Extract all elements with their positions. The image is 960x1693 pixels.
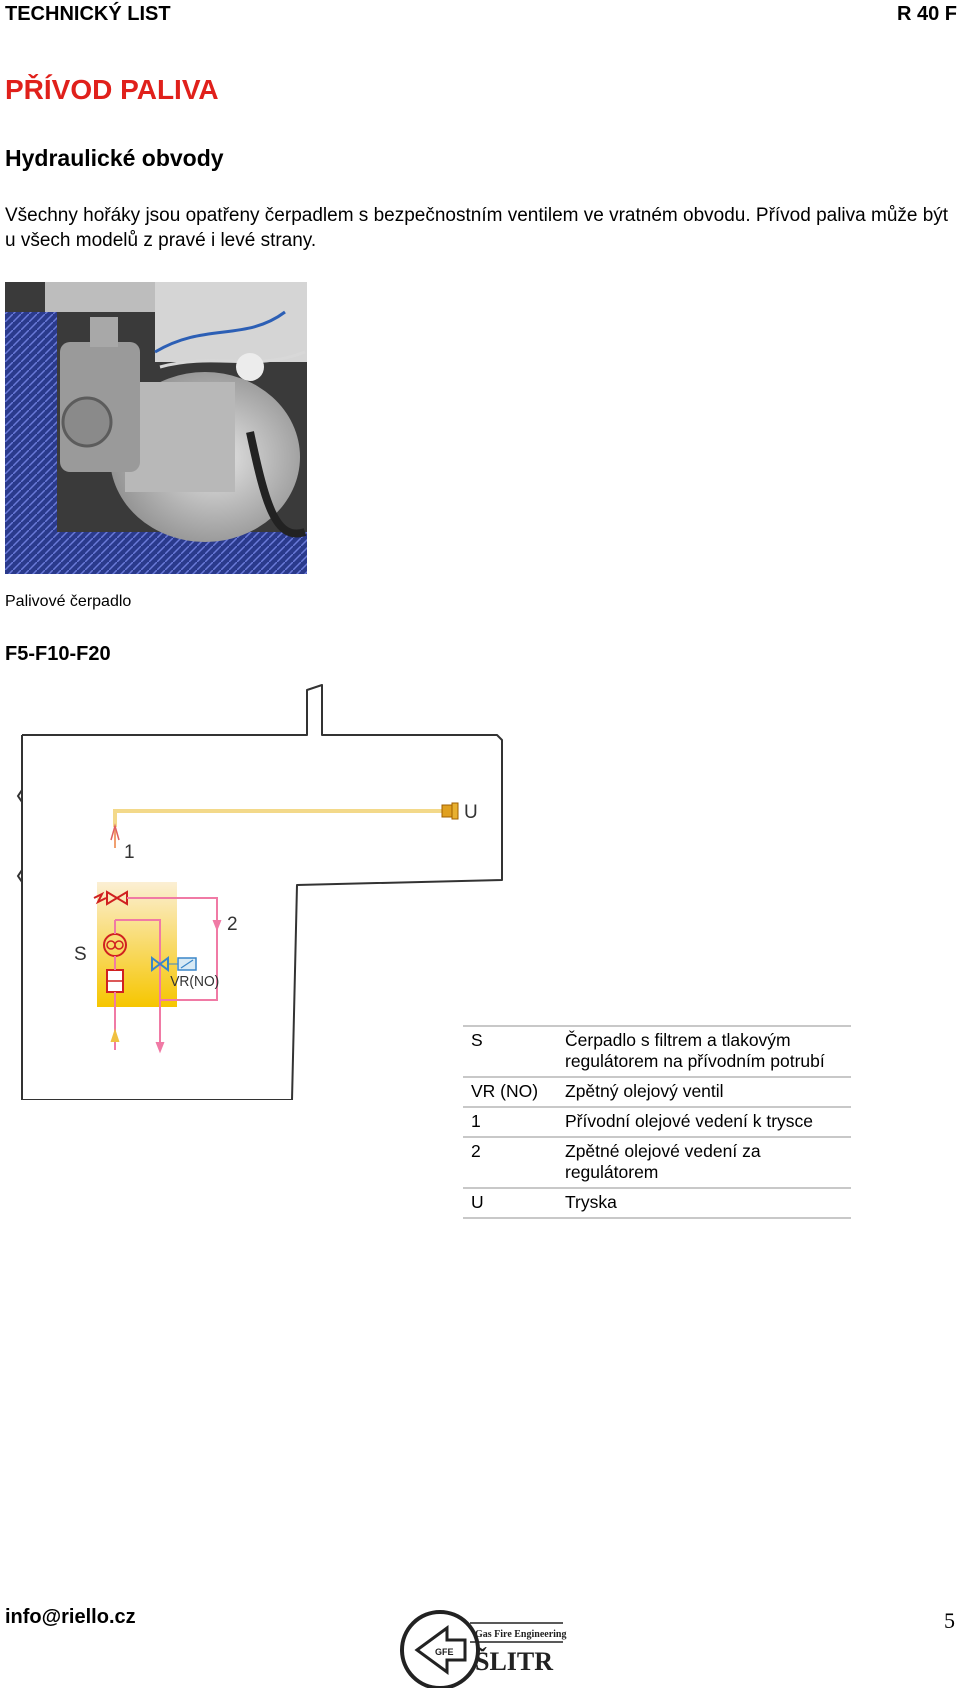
legend-row: U Tryska [463,1188,851,1219]
legend-desc: Zpětné olejové vedení za regulátorem [557,1137,851,1189]
nozzle-icon [441,802,459,820]
model-label: F5-F10-F20 [5,643,111,665]
legend-key: 2 [463,1137,557,1189]
return-valve-icon [151,956,197,972]
footer-email[interactable]: info@riello.cz [5,1606,136,1628]
label-1: 1 [124,842,135,863]
legend-table: S Čerpadlo s filtrem a tlakovým reguláto… [463,1025,851,1219]
pressure-regulator-icon [93,890,128,906]
label-vr: VR(NO) [170,974,219,991]
header-doc-type: TECHNICKÝ LIST [5,3,171,25]
supply-line [113,809,442,827]
legend-key: S [463,1025,557,1078]
section-title: PŘÍVOD PALIVA [5,74,219,105]
legend-desc: Přívodní olejové vedení k trysce [557,1107,851,1138]
legend-row: 2 Zpětné olejové vedení za regulátorem [463,1137,851,1189]
logo-mark: GFE [435,1647,454,1657]
legend-desc: Tryska [557,1188,851,1219]
logo-tagline: Gas Fire Engineering [475,1629,566,1640]
legend-key: U [463,1188,557,1219]
intro-paragraph: Všechny hořáky jsou opatřeny čerpadlem s… [5,205,949,251]
page-number: 5 [944,1608,955,1633]
filter-icon [106,969,124,993]
return-line [127,897,218,1001]
legend-row: VR (NO) Zpětný olejový ventil [463,1077,851,1108]
label-2: 2 [227,914,238,935]
hydraulic-diagram: U 1 2 S VR(NO) [12,680,542,1101]
header-model: R 40 F [896,3,957,25]
legend-desc: Čerpadlo s filtrem a tlakovým regulátore… [557,1025,851,1078]
fuel-pump-photo [5,282,307,574]
company-logo: GFE Gas Fire Engineering ŠLITR [395,1606,575,1690]
legend-row: S Čerpadlo s filtrem a tlakovým reguláto… [463,1025,851,1078]
photo-caption: Palivové čerpadlo [5,593,132,610]
label-s: S [74,944,87,965]
legend-desc: Zpětný olejový ventil [557,1077,851,1108]
legend-row: 1 Přívodní olejové vedení k trysce [463,1107,851,1138]
subtitle: Hydraulické obvody [5,145,224,171]
burner-outline [21,684,503,1101]
legend-key: VR (NO) [463,1077,557,1108]
label-u: U [464,802,478,823]
legend-key: 1 [463,1107,557,1138]
logo-name: ŠLITR [475,1647,553,1676]
